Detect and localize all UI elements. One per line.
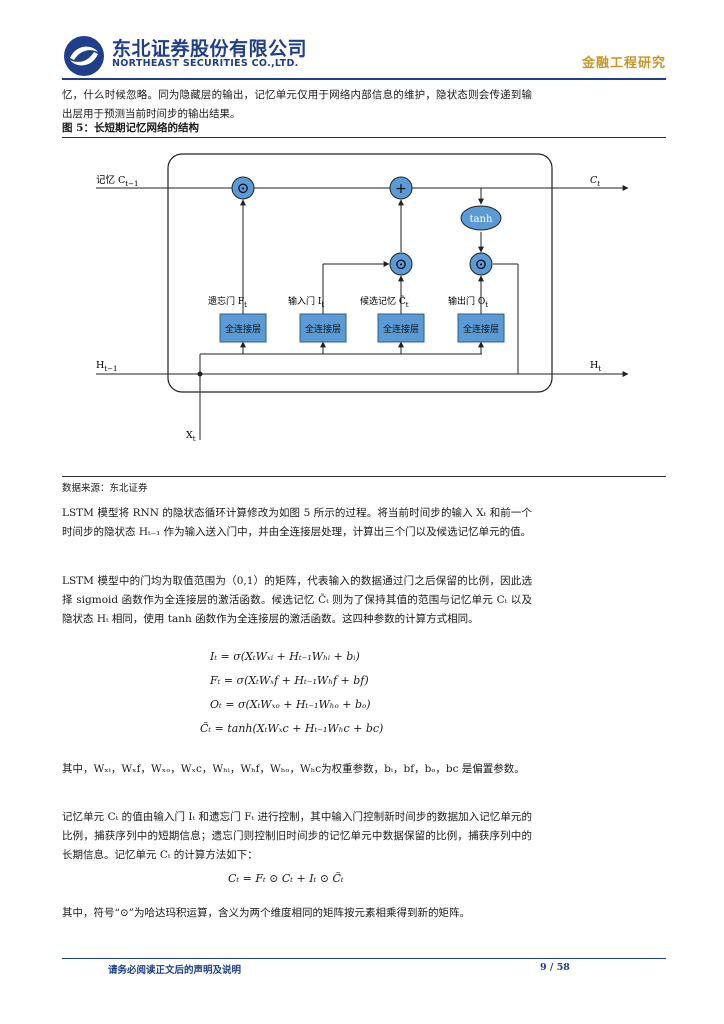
paragraph-model-overview: LSTM 模型将 RNN 的隐状态循环计算修改为如图 5 所示的过程。将当前时间… xyxy=(62,507,532,538)
paragraph-memory-cell: 记忆单元 Cₜ 的值由输入门 Iₜ 和遗忘门 Fₜ 进行控制，其中输入门控制新时… xyxy=(62,811,532,861)
fc-label-candidate: 全连接层 xyxy=(383,323,419,335)
fc-label-forget: 全连接层 xyxy=(225,323,261,335)
footer-divider xyxy=(62,958,666,959)
page-header: 东北证券股份有限公司 NORTHEAST SECURITIES CO.,LTD.… xyxy=(62,30,666,78)
output-hadamard-node xyxy=(469,252,493,276)
hidden-in-label: Ht−1 xyxy=(96,360,117,373)
memory-in-label: 记忆 Ct−1 xyxy=(96,174,138,188)
equation-forget-gate: Fₜ = σ(XₜWₓf + Hₜ₋₁Wₕf + bf) xyxy=(210,674,369,687)
equation-input-gate: Iₜ = σ(XₜWₓᵢ + Hₜ₋₁Wₕᵢ + bᵢ) xyxy=(210,650,360,663)
tanh-node xyxy=(460,205,502,231)
memory-out-label: Ct xyxy=(590,175,600,188)
fc-label-output: 全连接层 xyxy=(463,323,499,335)
output-gate-label: 输出门 Ot xyxy=(448,295,488,309)
company-logo-icon xyxy=(64,36,104,76)
fc-layer-forget xyxy=(219,313,267,343)
paragraph-hadamard: 其中，符号“⊙”为哈达玛积运算，含义为两个维度相同的矩阵按元素相乘得到新的矩阵。 xyxy=(62,907,471,919)
equation-candidate: C̃ₜ = tanh(XₜWₓc + Hₜ₋₁Wₕc + bc) xyxy=(200,722,384,735)
forget-hadamard-node xyxy=(231,176,255,200)
lstm-diagram: 全连接层 全连接层 全连接层 全连接层 ⊙ + ⊙ ⊙ tanh 记忆 Ct−1… xyxy=(96,153,629,443)
forget-gate-label: 遗忘门 Ft xyxy=(208,295,247,309)
department-name: 金融工程研究 xyxy=(581,56,666,71)
input-x-label: Xt xyxy=(186,430,196,443)
paragraph-gates: LSTM 模型中的门均为取值范围为（0,1）的矩阵，代表输入的数据通过门之后保留… xyxy=(62,575,532,625)
figure-source: 数据来源：东北证券 xyxy=(62,483,148,494)
equation-memory-cell: Cₜ = Fₜ ⊙ Cₜ + Iₜ ⊙ C̃ₜ xyxy=(228,872,344,885)
company-name-en: NORTHEAST SECURITIES CO.,LTD. xyxy=(112,58,299,69)
figure-top-rule xyxy=(62,137,666,138)
memory-add-node xyxy=(389,176,413,200)
input-hadamard-node xyxy=(389,252,413,276)
fc-layer-input xyxy=(299,313,347,343)
header-divider xyxy=(62,78,666,80)
intro-paragraph: 忆，什么时候忽略。同为隐藏层的输出，记忆单元仅用于网络内部信息的维护，隐状态则会… xyxy=(62,89,532,120)
fc-label-input: 全连接层 xyxy=(305,323,341,335)
paragraph-parameters: 其中，Wₓᵢ，Wₓf，Wₓₒ，Wₓc，Wₕᵢ，Wₕf，Wₕₒ，Wₕc为权重参数，… xyxy=(62,763,525,775)
input-hadamard-symbol: ⊙ xyxy=(395,255,408,273)
fc-layer-output xyxy=(457,313,505,343)
forget-hadamard-symbol: ⊙ xyxy=(237,179,250,197)
hidden-out-label: Ht xyxy=(590,360,601,373)
tanh-label: tanh xyxy=(470,214,493,225)
figure-title: 图 5：长短期记忆网络的结构 xyxy=(62,122,199,134)
footer-disclaimer: 请务必阅读正文后的声明及说明 xyxy=(108,965,242,976)
figure-bottom-rule xyxy=(62,476,666,477)
equation-output-gate: Oₜ = σ(XₜWₓₒ + Hₜ₋₁Wₕₒ + bₒ) xyxy=(210,698,371,711)
output-hadamard-symbol: ⊙ xyxy=(475,255,488,273)
input-gate-label: 输入门 It xyxy=(288,295,324,309)
fc-layer-candidate xyxy=(377,313,425,343)
memory-add-symbol: + xyxy=(395,181,407,197)
page-number: 9 / 58 xyxy=(540,962,570,973)
candidate-label: 候选记忆 C̃t xyxy=(360,295,409,309)
company-name-cn: 东北证券股份有限公司 xyxy=(112,38,308,60)
lstm-cell-boundary xyxy=(167,153,553,393)
